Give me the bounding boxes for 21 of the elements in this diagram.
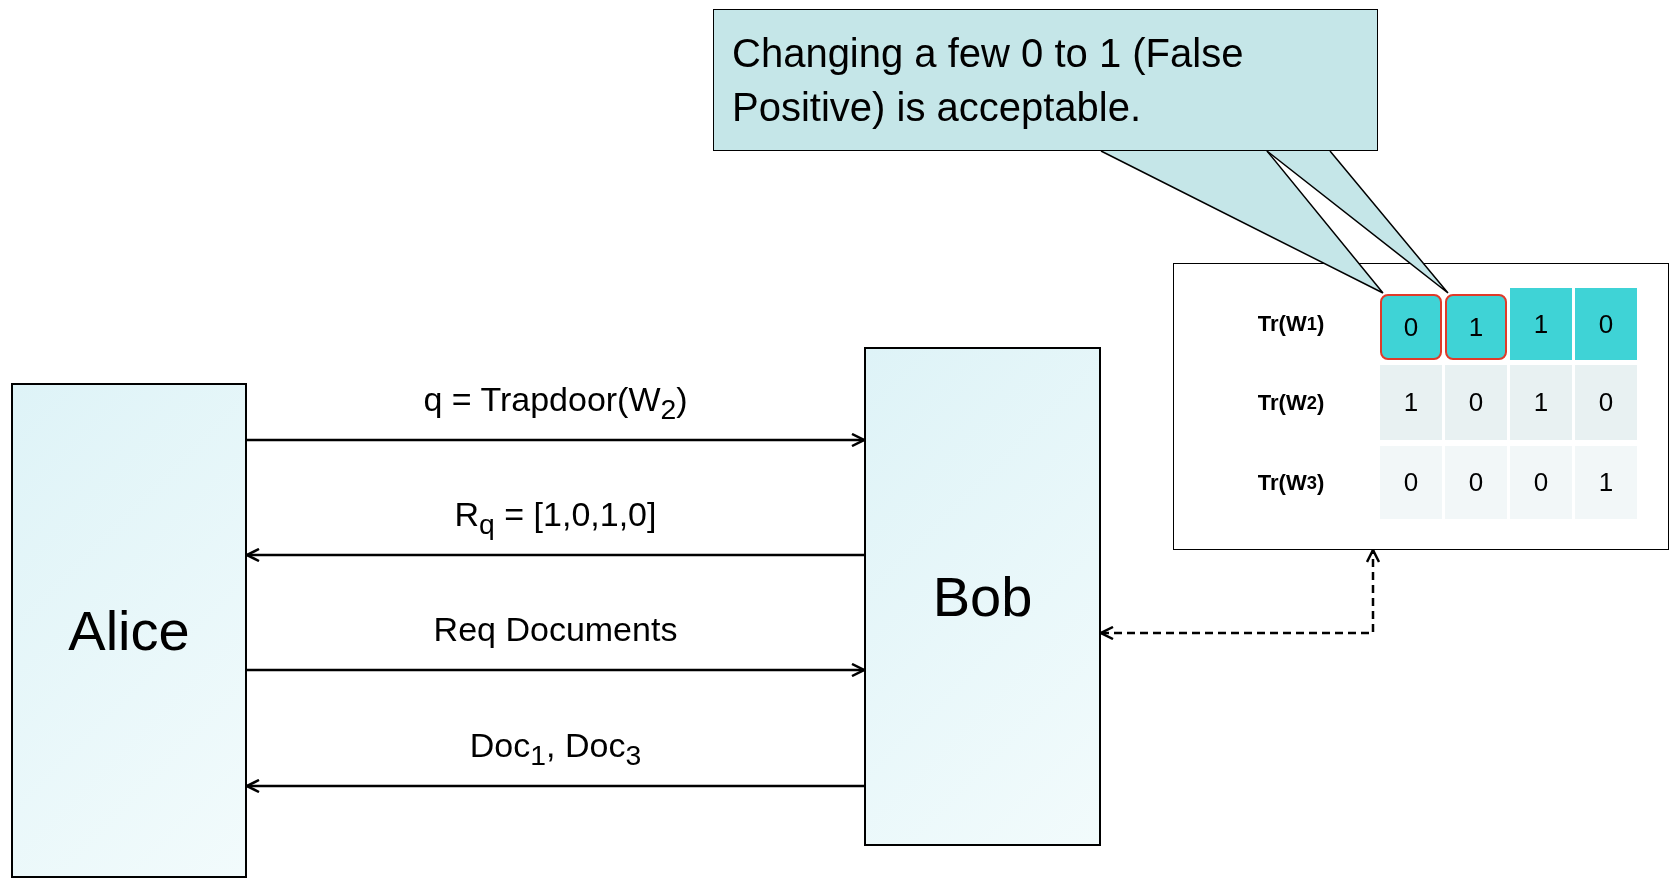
table-cell: 1 [1575,446,1637,519]
table-cell: 1 [1380,365,1442,440]
table-cell: 0 [1575,288,1637,360]
table-cell: 0 [1510,446,1572,519]
table-cell: 1 [1445,294,1507,360]
actor-box: Bob [864,347,1101,846]
actor-box: Alice [11,383,247,878]
edge-label: Req Documents [432,610,679,649]
table-panel [1173,263,1669,550]
edge-label: q = Trapdoor(W$_{2}$) [422,380,689,426]
table-cell: 0 [1445,446,1507,519]
arrow [247,432,866,448]
table-cell: 0 [1445,365,1507,440]
edge-label: R$_{q}$ = [1,0,1,0] [453,495,658,541]
table-cell: 0 [1575,365,1637,440]
table-cell: 1 [1510,365,1572,440]
arrow [247,662,866,678]
edge-label: Doc$_{1}$, Doc$_{3}$ [468,726,643,772]
table-cell: 0 [1380,294,1442,360]
table-cell: 0 [1380,446,1442,519]
table-cell: 1 [1510,288,1572,360]
